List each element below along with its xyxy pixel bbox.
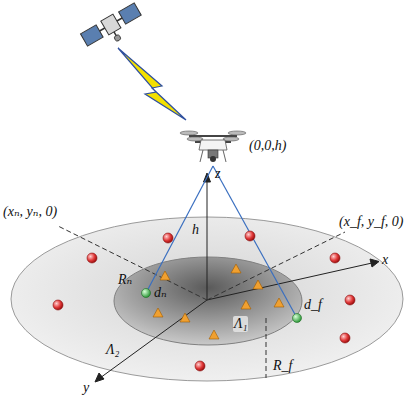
region-label: Λ₂ xyxy=(105,342,120,358)
math-label: x xyxy=(381,252,389,268)
wireless-link xyxy=(118,48,186,120)
math-label: Rₙ xyxy=(117,272,133,288)
region-label: Λ₁ xyxy=(233,316,248,332)
axes xyxy=(95,173,379,382)
math-label: h xyxy=(191,222,200,238)
uav-links xyxy=(146,166,297,318)
satellite xyxy=(80,2,147,56)
coverage-region: Λ₁ xyxy=(113,256,303,346)
uav-drone xyxy=(180,131,246,162)
coverage-region: Λ₁ Λ₂ xyxy=(10,216,404,382)
dashed-lines xyxy=(58,226,345,378)
far-users xyxy=(53,231,355,371)
math-label: d_f xyxy=(303,297,323,313)
near-users xyxy=(153,264,284,339)
math-label: dₙ xyxy=(153,285,168,301)
region-ellipse xyxy=(113,256,303,346)
math-label: y xyxy=(82,380,90,396)
math-label: R_f xyxy=(272,358,293,374)
math-label: z xyxy=(214,166,221,182)
math-label: (xₙ, yₙ, 0) xyxy=(2,204,58,220)
math-label: (x_f, y_f, 0) xyxy=(338,214,405,230)
math-label: (0,0,h) xyxy=(248,138,287,154)
